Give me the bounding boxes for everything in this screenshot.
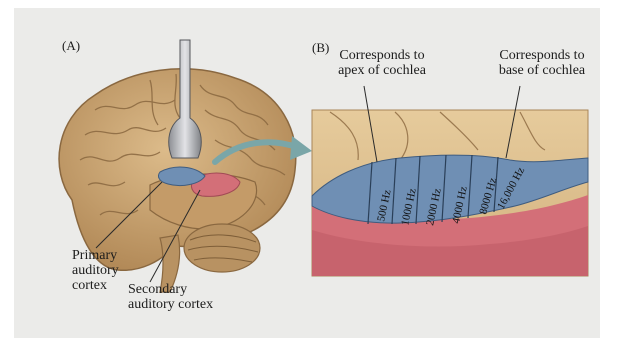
base-label: Corresponds to base of cochlea bbox=[492, 48, 592, 78]
primary-auditory-label: Primary auditory cortex bbox=[72, 248, 119, 293]
apex-label: Corresponds to apex of cochlea bbox=[332, 48, 432, 78]
enlargement-arrowhead bbox=[290, 136, 312, 160]
panel-a-label: (A) bbox=[62, 38, 80, 53]
secondary-auditory-label: Secondary auditory cortex bbox=[128, 282, 213, 312]
panel-b-label: (B) bbox=[312, 40, 329, 55]
enlarged-section bbox=[312, 86, 588, 276]
